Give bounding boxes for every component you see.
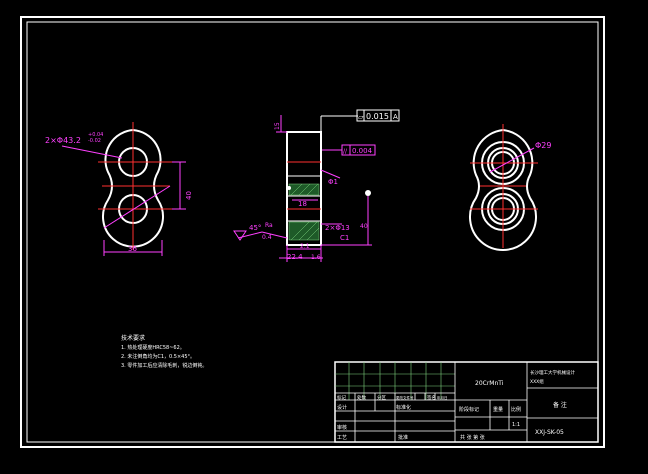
dim-right2: 40 [360,223,368,230]
tb-weight: 重量 [493,406,503,413]
section-view: ▱ 0.015 A // 0.004 [233,109,400,262]
datum-dot [365,190,371,196]
dim-top: 15 [274,122,281,130]
left-hole-callout: 2×Φ43.2 [45,136,81,145]
dim-angle: 45° [249,224,261,232]
right-view: Φ29 [469,124,551,251]
section-body [286,131,322,246]
tb-part-name: 长沙理工大学机械设计 [530,369,575,376]
chamfer-callout: C1 [340,234,349,242]
tb-process: 工艺 [337,435,347,441]
tb-material: 20CrMnTi [475,380,504,387]
tb-approve: 批准 [398,434,408,441]
notes-title: 技术要求 [121,334,145,342]
left-width-dim: 36 [128,245,137,253]
notes-line-3: 3. 零件加工后应清除毛刺，锐边倒钝。 [121,362,207,369]
right-hole-callout: Φ29 [535,141,551,150]
tb-date: 年月日 [437,395,448,400]
parallel-symbol: // [343,148,348,155]
outer-border [20,16,605,448]
dim-small: 0.4 [262,234,272,241]
tb-checker: 审核 [337,424,347,431]
tb-standard: 标准化 [396,404,411,411]
tb-part-sub: XXX组 [530,378,544,385]
tb-stage: 阶段标记 [459,406,479,413]
notes-line-2: 2. 未注倒角均为C1，0.5×45°。 [121,353,195,360]
tb-drawing-no: XXJ-SK-05 [535,429,564,436]
flatness-datum: A [393,113,398,121]
datum-dot-left [287,186,291,190]
parallel-frame [341,144,376,156]
left-tol-upper: +0.04 [88,132,103,138]
tb-scale-value: 1:1 [512,422,520,428]
tb-sign: 签名 [427,394,436,401]
notes-line-1: 1. 热处理硬度HRC58~62。 [121,344,185,351]
tb-scale-label: 比例 [511,406,521,413]
dim-right-phi: Φ1 [328,178,338,186]
dim-bottom1: 2.1 [300,243,310,250]
roughness-symbol [233,230,247,241]
flatness-value: 0.015 [366,112,389,121]
left-tol-lower: -0.02 [88,138,101,144]
left-view: 2×Φ43.2 +0.04 -0.02 40 36 [45,122,193,256]
title-block: 标记 处数 分区 更改文件号 签名 年月日 设计 标准化 审核 工艺 批准 20… [334,361,599,443]
dim-mid: 18 [298,200,307,208]
dim-bottom3: 1.6 [311,254,321,261]
dim-bottom2: 22.4 [287,253,303,261]
hatch-upper [288,183,320,196]
tb-remark: 备 注 [553,401,567,409]
right-view-outline [469,128,537,251]
parallel-value: 0.004 [352,147,373,155]
tb-change: 更改文件号 [396,395,414,400]
roughness-label: Ra [265,222,273,229]
tb-count: 处数 [357,394,366,401]
tb-zone: 分区 [377,394,386,401]
tb-designer: 设计 [337,404,347,411]
left-center-distance: 40 [185,191,193,200]
inner-border [26,21,599,443]
flatness-frame [356,109,400,122]
tb-sheet: 共 张 第 张 [460,434,485,441]
flatness-symbol: ▱ [358,113,364,121]
hole-callout-section: 2×Φ13 [325,224,350,232]
technical-notes: 技术要求 1. 热处理硬度HRC58~62。 2. 未注倒角均为C1，0.5×4… [121,334,207,369]
tb-mark: 标记 [337,394,346,401]
